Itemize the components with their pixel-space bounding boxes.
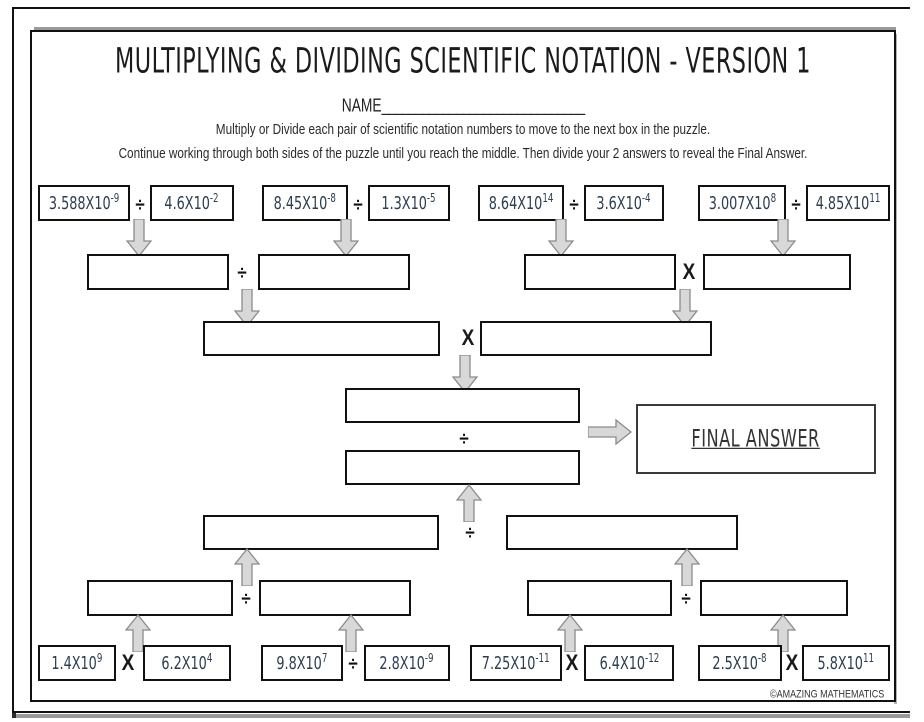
operator-lower3-center: ÷ (465, 521, 475, 544)
final-answer-box[interactable]: FINAL ANSWER (636, 404, 876, 474)
arrow-up-bottom-4 (770, 614, 796, 652)
value: 5.8X1011 (817, 652, 875, 674)
content-border-shade-top (34, 27, 896, 30)
answer-box-tier2-4[interactable] (703, 254, 851, 290)
operator-lower2-right: ÷ (681, 587, 691, 610)
operator-top-3: ÷ (569, 193, 579, 216)
value: 3.6X10-4 (596, 192, 652, 214)
name-rule[interactable]: ______________________________ (381, 96, 586, 117)
operator-tier2-right: X (682, 260, 696, 285)
answer-box-lower2-4[interactable] (700, 580, 848, 616)
page-frame-shadow-bottom (16, 714, 910, 718)
problem-box-bottom-2-right: 2.8X10-9 (364, 645, 450, 681)
arrow-up-bottom-3 (557, 614, 583, 652)
arrow-up-bottom-2 (338, 614, 364, 652)
operator-bottom-1: X (121, 651, 135, 676)
problem-box-bottom-2-left: 9.8X107 (261, 645, 343, 681)
final-answer-label: FINAL ANSWER (691, 425, 821, 453)
value: 8.45X10-8 (273, 192, 337, 214)
arrow-down-top-3 (548, 219, 574, 257)
answer-box-lower3-right[interactable] (506, 515, 738, 550)
credit-text: ©AMAZING MATHEMATICS (770, 688, 885, 700)
operator-lower2-left: ÷ (241, 587, 251, 610)
problem-box-bottom-3-right: 6.4X10-12 (584, 645, 674, 681)
arrow-down-tier2-left (234, 289, 260, 327)
problem-box-top-2-right: 1.3X10-5 (368, 185, 450, 221)
answer-box-lower3-left[interactable] (203, 515, 439, 550)
problem-box-top-1-right: 4.6X10-2 (150, 185, 234, 221)
operator-tier3-center: X (461, 326, 475, 351)
answer-box-lower2-2[interactable] (259, 580, 411, 616)
value: 1.3X10-5 (381, 192, 437, 214)
problem-box-bottom-1-right: 6.2X104 (143, 645, 231, 681)
problem-box-bottom-4-right: 5.8X1011 (802, 645, 890, 681)
answer-box-tier2-3[interactable] (524, 254, 676, 290)
arrow-down-top-2 (333, 219, 359, 257)
arrow-up-lower2-left (234, 548, 260, 586)
problem-box-top-2-left: 8.45X10-8 (262, 185, 348, 221)
answer-box-lower2-1[interactable] (87, 580, 233, 616)
arrow-right-final (588, 418, 632, 446)
value: 3.007X108 (708, 192, 776, 214)
value: 7.25X10-11 (482, 652, 550, 674)
arrow-down-tier3 (452, 355, 478, 393)
operator-top-4: ÷ (791, 193, 801, 216)
answer-box-tier2-1[interactable] (87, 254, 229, 290)
answer-box-center-bottom[interactable] (345, 450, 580, 485)
name-label: NAME (341, 96, 382, 117)
value: 8.64X1014 (488, 192, 554, 214)
arrow-up-bottom-1 (125, 614, 151, 652)
problem-box-top-1-left: 3.588X10-9 (38, 185, 130, 221)
problem-box-top-4-left: 3.007X108 (698, 185, 786, 221)
operator-top-2: ÷ (353, 193, 363, 216)
arrow-up-lower3 (456, 484, 482, 522)
value: 1.4X109 (51, 652, 103, 674)
problem-box-top-3-right: 3.6X10-4 (584, 185, 664, 221)
problem-box-bottom-3-left: 7.25X10-11 (470, 645, 562, 681)
answer-box-tier2-2[interactable] (258, 254, 410, 290)
operator-bottom-2: ÷ (348, 652, 358, 675)
value: 3.588X10-9 (48, 192, 120, 214)
answer-box-center-top[interactable] (345, 388, 580, 423)
operator-bottom-4: X (785, 651, 799, 676)
value: 2.8X10-9 (379, 652, 435, 674)
value: 4.85X1011 (815, 192, 881, 214)
instruction-line-2: Continue working through both sides of t… (118, 145, 808, 162)
problem-box-bottom-1-left: 1.4X109 (38, 645, 116, 681)
value: 6.4X10-12 (599, 652, 659, 674)
arrow-down-top-4 (770, 219, 796, 257)
operator-top-1: ÷ (135, 193, 145, 216)
answer-box-tier3-left[interactable] (203, 321, 440, 356)
problem-box-bottom-4-left: 2.5X10-8 (698, 645, 782, 681)
arrow-down-top-1 (126, 219, 152, 257)
page-title: MULTIPLYING & DIVIDING SCIENTIFIC NOTATI… (115, 42, 811, 82)
value: 4.6X10-2 (164, 192, 220, 214)
problem-box-top-3-left: 8.64X1014 (478, 185, 564, 221)
value: 9.8X107 (276, 652, 328, 674)
arrow-up-lower2-right (674, 548, 700, 586)
value: 6.2X104 (161, 652, 213, 674)
instruction-line-1: Multiply or Divide each pair of scientif… (215, 121, 711, 138)
operator-center-divide: ÷ (459, 427, 469, 450)
problem-box-top-4-right: 4.85X1011 (806, 185, 890, 221)
name-field-line: NAME______________________________ (74, 96, 852, 116)
operator-bottom-3: X (565, 651, 579, 676)
answer-box-tier3-right[interactable] (480, 321, 712, 356)
value: 2.5X10-8 (712, 652, 768, 674)
answer-box-lower2-3[interactable] (527, 580, 672, 616)
operator-tier2-left: ÷ (237, 261, 247, 284)
arrow-down-tier2-right (672, 289, 698, 327)
